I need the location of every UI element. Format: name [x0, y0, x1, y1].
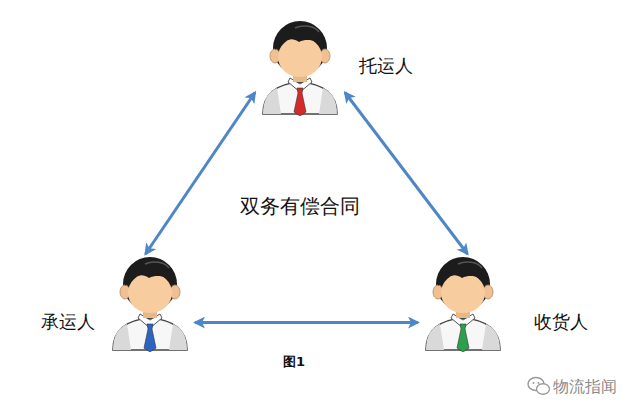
role-label: 托运人	[359, 54, 413, 78]
watermark: 物流指闻	[553, 377, 617, 398]
person-node: 承运人	[105, 254, 195, 352]
person-icon	[255, 18, 345, 116]
role-label: 收货人	[534, 310, 588, 334]
contract-label: 双务有偿合同	[240, 193, 360, 220]
person-icon	[418, 254, 508, 352]
role-label: 承运人	[41, 310, 95, 334]
person-node: 托运人	[255, 18, 345, 116]
person-icon	[105, 254, 195, 352]
contract-arrow	[345, 92, 468, 254]
figure-number: 图1	[283, 353, 305, 371]
person-node: 收货人	[418, 254, 508, 352]
wechat-icon	[528, 378, 550, 395]
contract-arrow	[195, 321, 418, 324]
contract-arrow	[146, 92, 256, 254]
